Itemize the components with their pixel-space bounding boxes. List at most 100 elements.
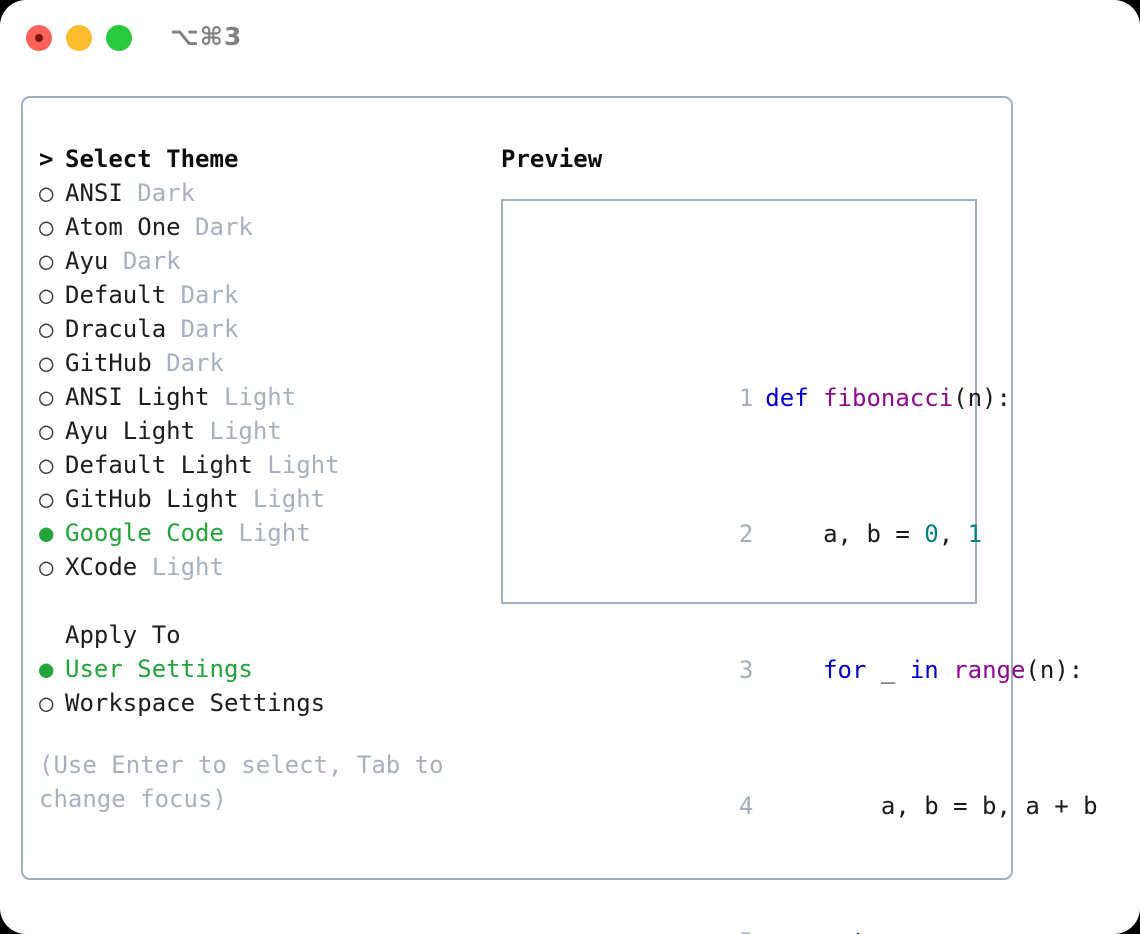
radio-unselected-icon: ○ — [39, 485, 54, 513]
apply-to-option-label: User Settings — [65, 655, 253, 683]
code-token — [765, 656, 823, 684]
theme-kind-label: Dark — [166, 349, 224, 377]
radio-selected-icon: ● — [39, 519, 54, 547]
select-theme-header: > Select Theme — [39, 142, 499, 176]
code-line: 1 def fibonacci(n): — [521, 347, 1011, 412]
theme-list-column: >Select Theme ○ANSI Dark ○Atom One Dark … — [39, 142, 499, 816]
line-number: 3 — [738, 656, 754, 684]
radio-unselected-icon: ○ — [39, 179, 54, 207]
apply-to-user-settings[interactable]: ● User Settings — [39, 652, 499, 686]
list-spacer — [39, 584, 499, 618]
theme-kind — [123, 179, 137, 207]
code-token: (n): — [1025, 656, 1084, 684]
code-token: def — [765, 384, 824, 412]
theme-kind-label: Dark — [137, 179, 196, 207]
theme-name: ANSI Light — [65, 383, 210, 411]
theme-kind-label: Dark — [122, 247, 181, 275]
radio-unselected-icon: ○ — [39, 689, 54, 717]
theme-name: Google Code — [65, 519, 224, 547]
radio-unselected-icon: ○ — [39, 247, 54, 275]
code-token: fibonacci — [823, 384, 954, 412]
theme-kind-label: Dark — [180, 315, 239, 343]
apply-to-label: Apply To — [65, 621, 181, 649]
apply-to-workspace-settings[interactable]: ○ Workspace Settings — [39, 686, 499, 720]
minimize-button[interactable] — [66, 25, 92, 51]
code-token: _ — [866, 656, 910, 684]
theme-name: Ayu Light — [65, 417, 196, 445]
radio-unselected-icon: ○ — [39, 281, 54, 309]
theme-item-default-light[interactable]: ○ Default Light Light — [39, 448, 499, 482]
code-token — [939, 656, 953, 684]
radio-unselected-icon: ○ — [39, 349, 54, 377]
theme-kind-label: Light — [252, 485, 326, 513]
theme-name: XCode — [65, 553, 138, 581]
line-number: 2 — [738, 520, 754, 548]
theme-item-default-dark[interactable]: ○Default Dark — [39, 278, 499, 312]
code-token: a, b = — [765, 520, 925, 548]
theme-kind-label: Light — [267, 451, 340, 479]
keyboard-shortcut-label: ⌥⌘3 — [170, 22, 243, 51]
theme-name: Atom One — [65, 213, 181, 241]
keyboard-hint-text: (Use Enter to select, Tab to change focu… — [39, 751, 444, 813]
code-line: 2 a, b = 0, 1 — [521, 483, 982, 548]
theme-item-ayu-dark[interactable]: ○ Ayu Dark — [39, 244, 499, 278]
theme-picker-panel: >Select Theme ○ANSI Dark ○Atom One Dark … — [21, 96, 1098, 934]
code-token: in — [909, 656, 939, 684]
close-button[interactable] — [26, 25, 52, 51]
theme-item-ansi-light[interactable]: ○ ANSI Light Light — [39, 380, 499, 414]
preview-title: Preview — [501, 145, 603, 173]
theme-item-xcode-light[interactable]: ○ XCode Light — [39, 550, 499, 584]
theme-kind-label: Light — [151, 553, 224, 581]
radio-unselected-icon: ○ — [39, 315, 54, 343]
radio-unselected-icon: ○ — [39, 553, 54, 581]
code-token: 1 — [967, 520, 983, 548]
theme-item-atom-one-dark[interactable]: ○ Atom One Dark — [39, 210, 499, 244]
maximize-button[interactable] — [106, 25, 132, 51]
line-number: 1 — [738, 384, 754, 412]
theme-kind-label: Light — [238, 519, 311, 547]
code-line: 3 for _ in range(n): — [521, 619, 1083, 684]
theme-name: Default — [65, 281, 167, 309]
code-token: return — [823, 928, 910, 934]
code-token: (n): — [953, 384, 1011, 412]
theme-item-github-dark[interactable]: ○ GitHub Dark — [39, 346, 499, 380]
theme-name: Default Light — [65, 451, 253, 479]
code-token: range — [953, 656, 1026, 684]
line-number: 5 — [723, 925, 753, 934]
caret-icon: > — [39, 145, 54, 173]
theme-kind-label: Dark — [195, 213, 253, 241]
theme-item-ansi-dark[interactable]: ○ ANSI Dark — [39, 176, 499, 210]
theme-name: GitHub Light — [65, 485, 239, 513]
code-line: 5 return a — [521, 891, 975, 934]
theme-item-dracula-dark[interactable]: ○ Dracula Dark — [39, 312, 499, 346]
radio-unselected-icon: ○ — [39, 213, 54, 241]
code-token: for — [823, 656, 867, 684]
radio-unselected-icon: ○ — [39, 383, 54, 411]
code-token: 0 — [924, 520, 939, 548]
code-token: a, b = b, a + b — [765, 792, 1098, 820]
code-token: a — [910, 928, 938, 934]
line-number: 4 — [738, 792, 754, 820]
theme-item-github-light[interactable]: ○ GitHub Light Light — [39, 482, 499, 516]
theme-name: GitHub — [65, 349, 152, 377]
code-line: 4 a, b = b, a + b — [521, 755, 1098, 820]
theme-name: Dracula — [65, 315, 167, 343]
code-token — [765, 928, 823, 934]
theme-name: ANSI — [65, 179, 123, 207]
code-token: , — [938, 520, 968, 548]
theme-kind-label: Light — [209, 417, 282, 445]
theme-item-google-code-light[interactable]: ● Google Code Light — [39, 516, 499, 550]
theme-item-ayu-light[interactable]: ○ Ayu Light Light — [39, 414, 499, 448]
apply-to-option-label: Workspace Settings — [65, 689, 326, 717]
radio-unselected-icon: ○ — [39, 451, 54, 479]
radio-selected-icon: ● — [39, 655, 54, 683]
select-theme-label: Select Theme — [65, 145, 239, 173]
title-bar: ⌥⌘3 — [0, 0, 1140, 78]
theme-kind-label: Light — [223, 383, 297, 411]
theme-name: Ayu — [65, 247, 109, 275]
radio-unselected-icon: ○ — [39, 417, 54, 445]
